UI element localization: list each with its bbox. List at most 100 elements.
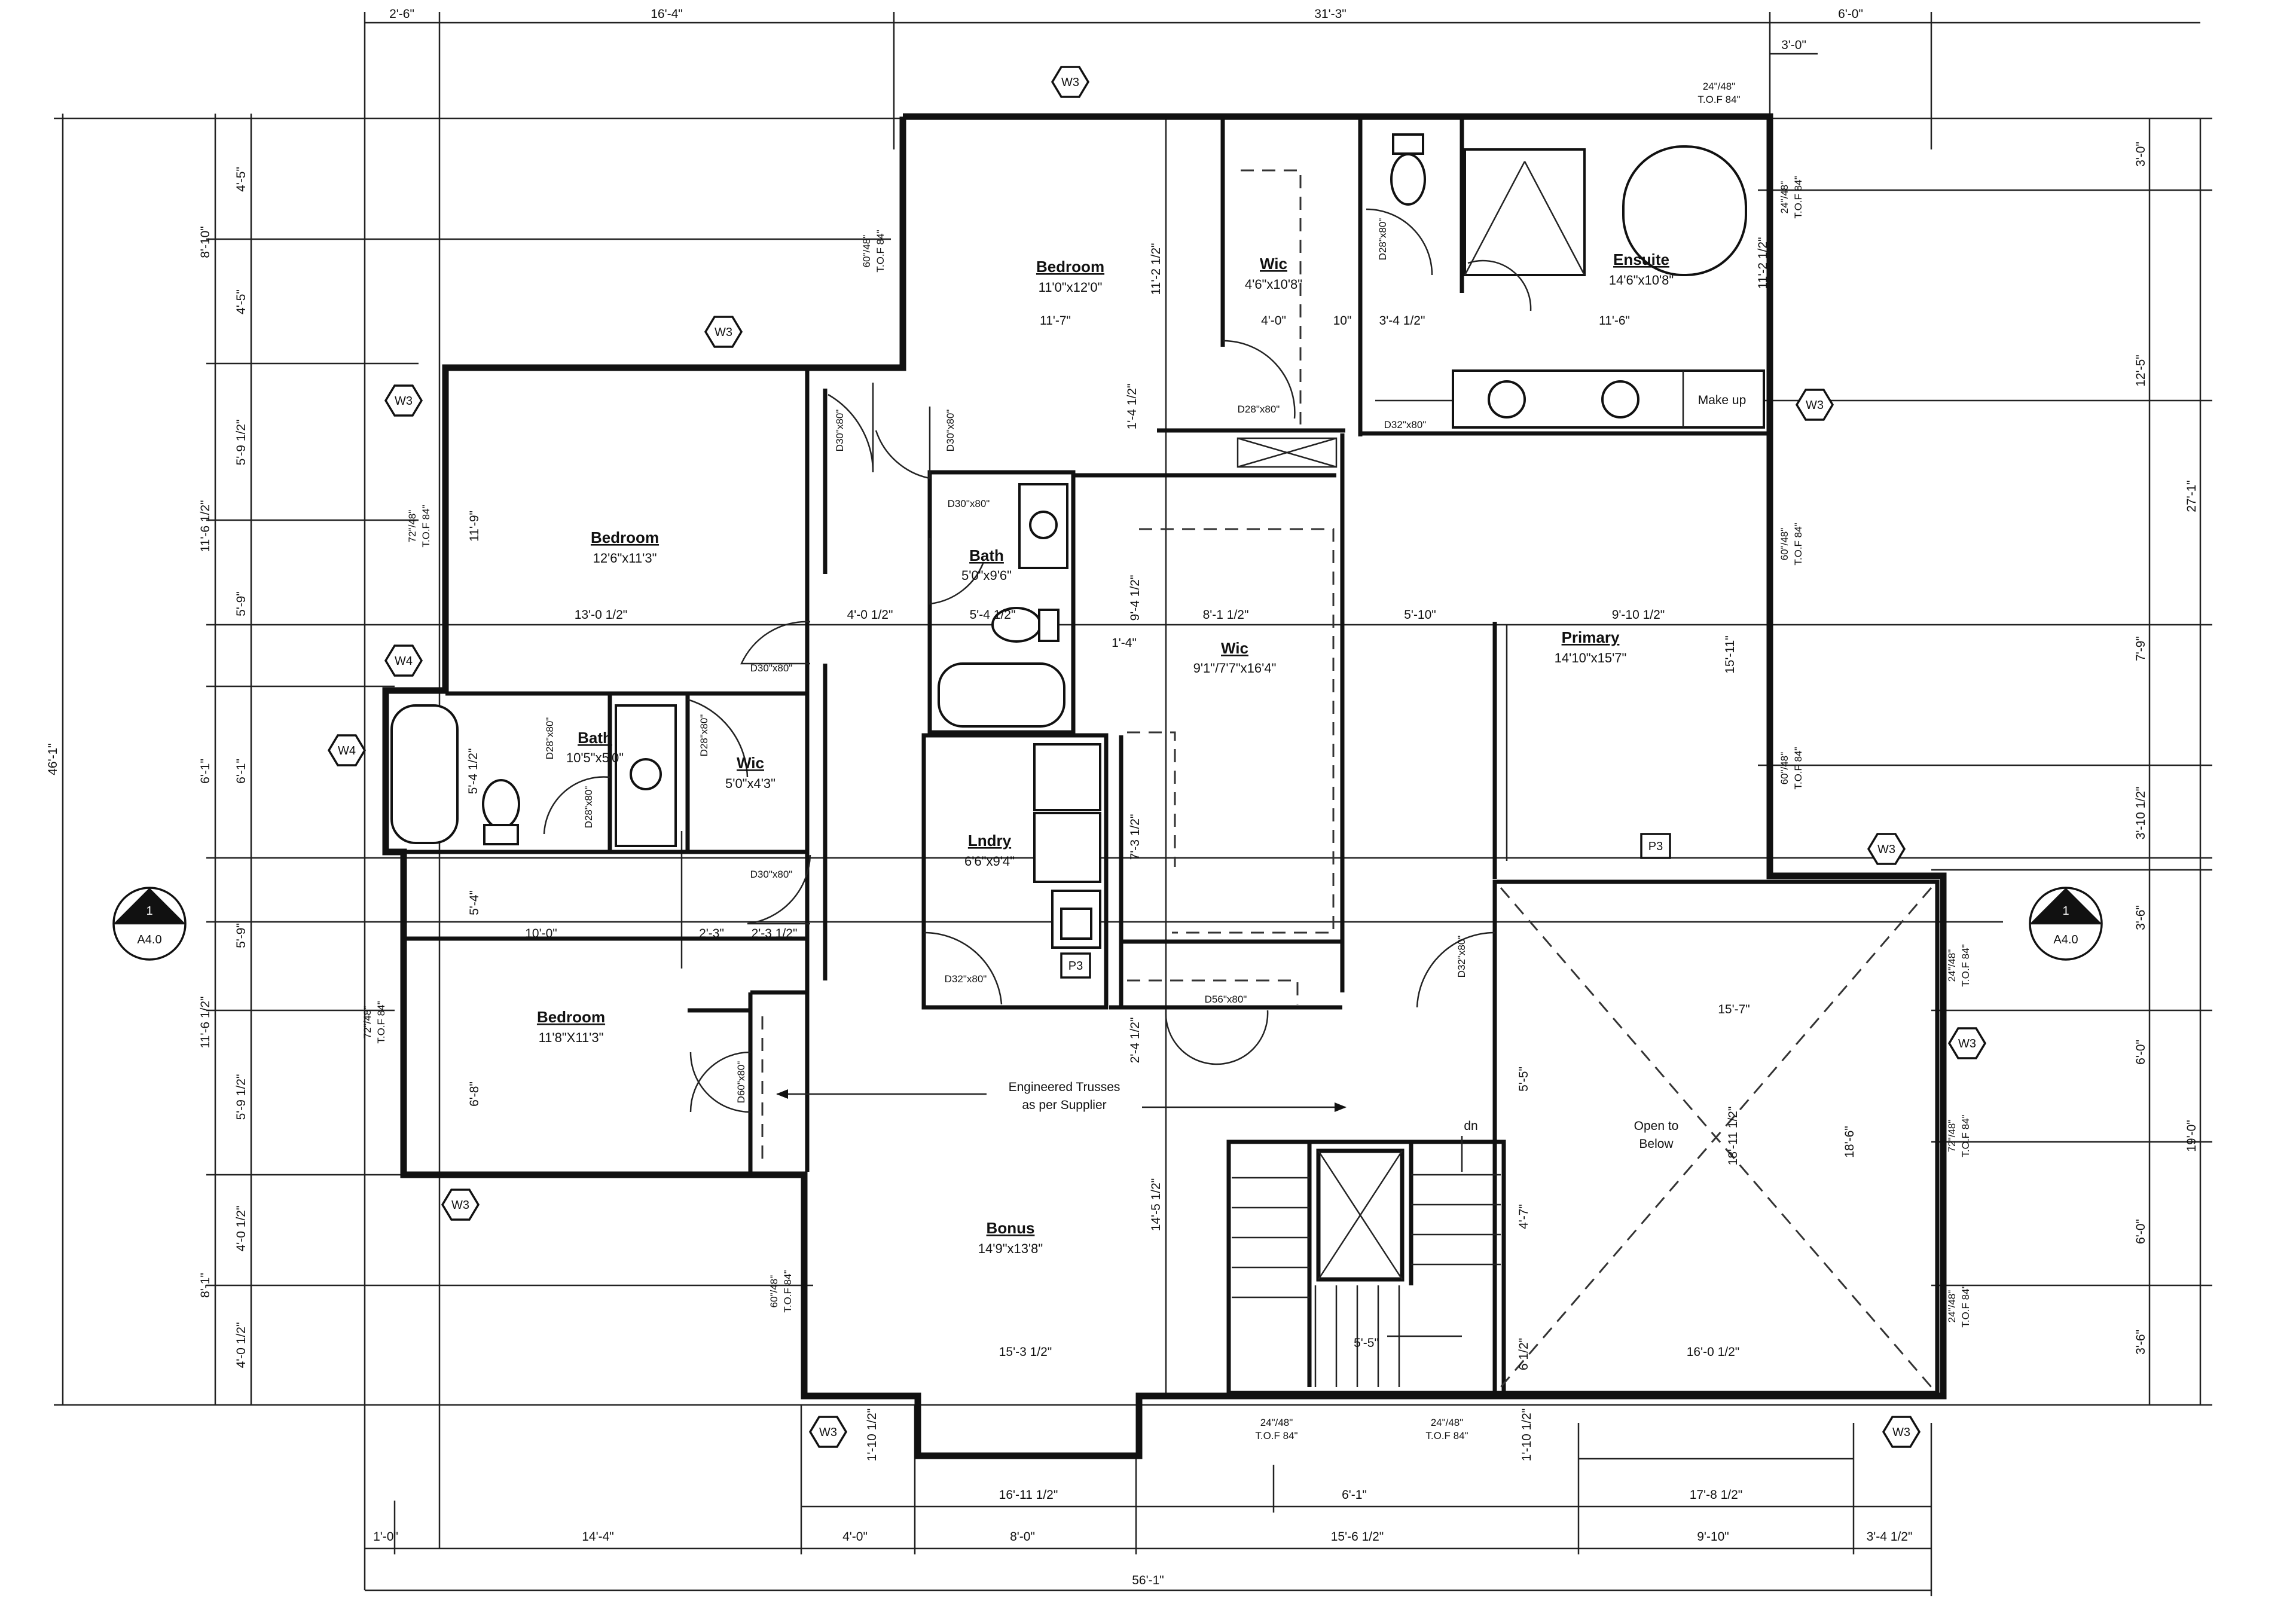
bathtub	[1622, 145, 1747, 276]
svg-text:1'-10 1/2": 1'-10 1/2"	[865, 1409, 879, 1462]
svg-text:8'-1": 8'-1"	[199, 1273, 212, 1298]
svg-text:3'-4 1/2": 3'-4 1/2"	[1867, 1530, 1913, 1544]
svg-text:16'-11 1/2": 16'-11 1/2"	[999, 1488, 1058, 1502]
svg-text:24"/48": 24"/48"	[1946, 949, 1958, 982]
svg-text:4'-0": 4'-0"	[1261, 314, 1286, 328]
svg-text:19'-0": 19'-0"	[2185, 1120, 2199, 1152]
svg-text:P3: P3	[1068, 960, 1083, 973]
tag-w3-sw: W3	[441, 1189, 480, 1221]
svg-text:T.O.F 84": T.O.F 84"	[782, 1270, 793, 1312]
tag-p3-laundry: P3	[1060, 952, 1091, 979]
section-sheet-west: A4.0	[137, 933, 161, 946]
fixtures	[390, 133, 1765, 949]
svg-text:D30"x80": D30"x80"	[945, 410, 956, 452]
svg-text:D32"x80": D32"x80"	[1384, 419, 1427, 430]
svg-text:17'-8 1/2": 17'-8 1/2"	[1690, 1488, 1743, 1502]
svg-text:7'-9": 7'-9"	[2134, 636, 2148, 661]
svg-text:3'-4 1/2": 3'-4 1/2"	[1379, 314, 1425, 328]
svg-text:7'-3 1/2": 7'-3 1/2"	[1128, 814, 1142, 860]
svg-text:11'-2 1/2": 11'-2 1/2"	[1756, 237, 1770, 289]
tag-w3-top: W3	[1051, 66, 1090, 98]
svg-text:12'-5": 12'-5"	[2134, 355, 2148, 387]
svg-text:3'-6": 3'-6"	[2134, 1330, 2148, 1355]
svg-text:6'-1": 6'-1"	[1342, 1488, 1367, 1502]
room-name-ensuite: Ensuite	[1613, 250, 1669, 268]
svg-text:6'-0": 6'-0"	[1838, 7, 1863, 21]
svg-text:60"/48": 60"/48"	[1779, 528, 1790, 561]
svg-text:6'-1": 6'-1"	[199, 759, 212, 784]
svg-text:18'-6": 18'-6"	[1843, 1126, 1857, 1158]
svg-text:15'-6 1/2": 15'-6 1/2"	[1331, 1530, 1384, 1544]
svg-text:W3: W3	[819, 1426, 837, 1439]
svg-text:T.O.F 84": T.O.F 84"	[420, 505, 432, 547]
svg-text:D32"x80": D32"x80"	[1456, 936, 1467, 978]
svg-text:T.O.F 84": T.O.F 84"	[875, 230, 886, 272]
tag-w3-east-mid: W3	[1947, 1027, 1987, 1059]
svg-text:4'-0 1/2": 4'-0 1/2"	[234, 1322, 248, 1368]
svg-text:8'-10": 8'-10"	[199, 226, 212, 258]
svg-text:24"/48": 24"/48"	[1946, 1290, 1958, 1323]
bathtub	[938, 662, 1065, 728]
room-size-bath-w: 10'5"x5'0"	[566, 750, 624, 765]
exterior-walls	[382, 113, 1947, 1459]
svg-text:27'-1": 27'-1"	[2185, 480, 2199, 512]
svg-text:72"/48": 72"/48"	[362, 1006, 373, 1039]
bathtub	[390, 704, 459, 844]
svg-text:11'-9": 11'-9"	[468, 511, 481, 542]
svg-text:72"/48": 72"/48"	[407, 510, 418, 543]
washer	[1033, 743, 1101, 811]
svg-text:D60"x80": D60"x80"	[735, 1061, 747, 1104]
room-name-wic-top: Wic	[1260, 255, 1287, 273]
room-size-bonus: 14'9"x13'8"	[978, 1241, 1043, 1256]
svg-text:5'-5": 5'-5"	[1517, 1067, 1531, 1092]
toilet	[482, 779, 520, 829]
svg-text:2'-4 1/2": 2'-4 1/2"	[1128, 1018, 1142, 1064]
stair	[1232, 1136, 1501, 1387]
svg-text:60"/48": 60"/48"	[1779, 752, 1790, 785]
svg-text:10": 10"	[1333, 314, 1352, 328]
svg-text:11'-7": 11'-7"	[1040, 314, 1071, 328]
tag-w4-upper: W4	[384, 644, 423, 677]
svg-text:D32"x80": D32"x80"	[945, 973, 987, 985]
section-sheet-east: A4.0	[2053, 933, 2078, 946]
svg-text:4'-5": 4'-5"	[234, 167, 248, 192]
svg-text:D30"x80": D30"x80"	[750, 869, 793, 880]
svg-text:5'-9 1/2": 5'-9 1/2"	[234, 1074, 248, 1120]
svg-text:72"/48": 72"/48"	[1946, 1120, 1958, 1153]
tag-w4-lower: W4	[327, 734, 367, 766]
svg-text:56'-1": 56'-1"	[1132, 1574, 1164, 1587]
note-open-to-below-line1: Open to	[1634, 1119, 1679, 1133]
svg-text:T.O.F 84": T.O.F 84"	[1960, 944, 1971, 986]
room-name-bedroom-ne: Bedroom	[1036, 258, 1104, 276]
doors	[543, 208, 1532, 1113]
svg-text:46'-1": 46'-1"	[46, 743, 60, 775]
svg-text:14'-5 1/2": 14'-5 1/2"	[1149, 1178, 1163, 1232]
svg-text:1'-10 1/2": 1'-10 1/2"	[1520, 1409, 1534, 1462]
tag-p3-primary: P3	[1640, 833, 1671, 859]
svg-text:24"/48": 24"/48"	[1779, 181, 1790, 214]
svg-text:D30"x80": D30"x80"	[750, 662, 793, 674]
svg-text:W3: W3	[1806, 399, 1824, 412]
svg-text:16'-0 1/2": 16'-0 1/2"	[1687, 1345, 1740, 1359]
room-name-bath-w: Bath	[578, 729, 612, 747]
section-number-east: 1	[2062, 905, 2069, 918]
svg-text:6'-1": 6'-1"	[234, 759, 248, 784]
svg-text:W3: W3	[1877, 843, 1895, 856]
svg-text:9'-10": 9'-10"	[1697, 1530, 1729, 1544]
svg-text:5'-9": 5'-9"	[234, 591, 248, 616]
svg-text:D56"x80": D56"x80"	[1205, 994, 1247, 1005]
room-size-wic-w: 5'0"x4'3"	[725, 776, 775, 791]
svg-text:2'-3": 2'-3"	[699, 927, 724, 940]
room-name-bedroom-w: Bedroom	[591, 528, 659, 546]
svg-text:60"/48": 60"/48"	[768, 1275, 780, 1308]
svg-text:3'-0": 3'-0"	[1781, 38, 1806, 52]
room-size-bedroom-ne: 11'0"x12'0"	[1039, 280, 1103, 295]
dimension-text: 2'-6" 16'-4" 31'-3" 6'-0" 3'-0" 46'-1" 8…	[46, 7, 2199, 1587]
svg-text:5'-9": 5'-9"	[234, 923, 248, 948]
door-labels: D28"x80" D32"x80" D28"x80" D30"x80" D30"…	[544, 218, 1467, 1104]
svg-text:D28"x80": D28"x80"	[1238, 404, 1280, 415]
room-size-primary: 14'10"x15'7"	[1555, 650, 1627, 665]
svg-text:2'-6": 2'-6"	[389, 7, 414, 21]
svg-text:D30"x80": D30"x80"	[834, 410, 845, 452]
